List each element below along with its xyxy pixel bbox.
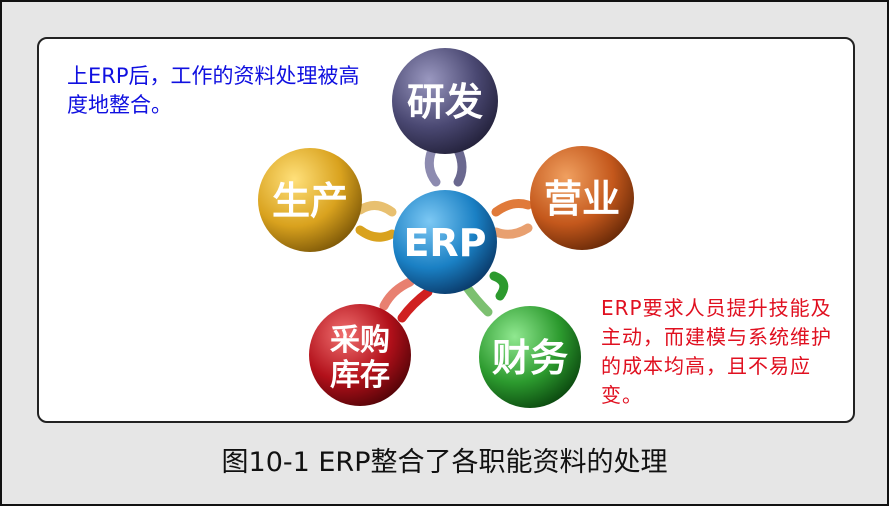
svg-text:研发: 研发 — [407, 80, 483, 124]
production-arrow — [355, 201, 397, 217]
svg-text:库存: 库存 — [330, 358, 390, 393]
svg-text:营业: 营业 — [544, 177, 620, 221]
figure-caption: 图10-1 ERP整合了各职能资料的处理 — [221, 447, 668, 478]
svg-text:生产: 生产 — [272, 179, 348, 223]
node-production: 生产 — [258, 148, 362, 252]
node-rd: 研发 — [392, 48, 498, 154]
finance-arrow — [461, 281, 493, 317]
sales-arrow — [491, 199, 533, 217]
rd-arrow — [424, 145, 441, 187]
integration-note: 上ERP后，工作的资料处理被高度地整合。 — [67, 64, 360, 117]
svg-text:ERP: ERP — [403, 221, 486, 265]
node-finance: 财务 — [479, 306, 581, 408]
cost-note: ERP要求人员提升技能及主动，而建模与系统维护的成本均高，且不易应变。 — [601, 296, 832, 407]
node-sales: 营业 — [530, 146, 634, 250]
svg-text:财务: 财务 — [492, 336, 568, 380]
svg-text:采购: 采购 — [330, 323, 390, 358]
node-erp: ERP — [393, 190, 497, 294]
node-purchasing-inventory: 采购 库存 — [309, 304, 411, 406]
purchasing-arrow — [379, 277, 415, 311]
